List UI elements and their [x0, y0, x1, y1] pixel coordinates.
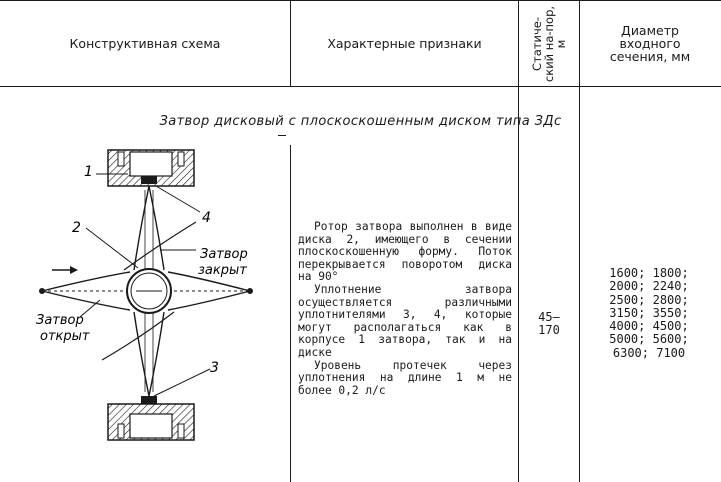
header-diameter: Диаметр входного сечения, мм [609, 22, 691, 64]
header-bottom-border [0, 86, 721, 87]
description-paragraph: Уплотнение затвора осуществляется различ… [298, 282, 512, 359]
section-title: Затвор дисковый с плоскоскошенным диском… [159, 114, 562, 129]
diameter-line: 2500; 2800; [609, 292, 689, 307]
description-paragraph: Ротор затвора выполнен в виде диска 2, и… [298, 220, 512, 284]
seal-left [39, 288, 45, 294]
diameter-line: 3150; 3550; [609, 305, 689, 320]
seal-right [247, 288, 253, 294]
label-closed-1: Затвор [200, 247, 248, 262]
valve-schematic: 1 2 4 3 Затвор закрыт Затвор открыт [36, 149, 253, 441]
diameter-line: 2000; 2240; [609, 279, 689, 294]
col-divider-1-header [290, 0, 291, 86]
diameter-line: 6300; 7100 [612, 345, 686, 360]
pressure-value: 45— 170 [520, 311, 578, 337]
col-divider-2 [518, 0, 519, 482]
valve-body-top [107, 149, 195, 187]
leader-lines [79, 173, 211, 397]
header-pressure: Статиче-ский на-пор, м [529, 5, 568, 83]
valve-body-bottom [107, 396, 195, 441]
label-3: 3 [210, 360, 219, 376]
label-4: 4 [202, 210, 211, 226]
header-features: Характерные признаки [327, 35, 482, 51]
pressure-line: 45— [538, 310, 560, 324]
col-divider-1-body [290, 145, 291, 482]
rotor-hub [126, 268, 172, 314]
description-paragraph: Уровень протечек через уплотнения на дли… [298, 358, 512, 397]
pressure-line: 170 [538, 323, 560, 337]
label-closed-2: закрыт [198, 263, 247, 278]
disk-wings [101, 221, 197, 361]
col-divider-3 [579, 0, 580, 482]
features-description: Ротор затвора выполнен в виде диска 2, и… [298, 220, 512, 397]
label-open-2: открыт [40, 329, 90, 344]
label-1: 1 [84, 164, 93, 180]
diameter-line: 1600; 1800; [609, 266, 689, 280]
diameter-line: 5000; 5600; [609, 332, 689, 347]
section-mark [278, 135, 286, 136]
diameter-line: 4000; 4500; [609, 319, 689, 334]
flow-arrow [52, 266, 78, 274]
table-top-border [0, 0, 721, 1]
header-pressure-cell: Статиче-ский на-пор, м [519, 2, 578, 86]
label-2: 2 [72, 220, 81, 236]
label-open-1: Затвор [36, 313, 84, 328]
diameter-list: 1600; 1800; 2000; 2240; 2500; 2800; 3150… [586, 266, 712, 360]
header-scheme: Конструктивная схема [69, 35, 221, 51]
